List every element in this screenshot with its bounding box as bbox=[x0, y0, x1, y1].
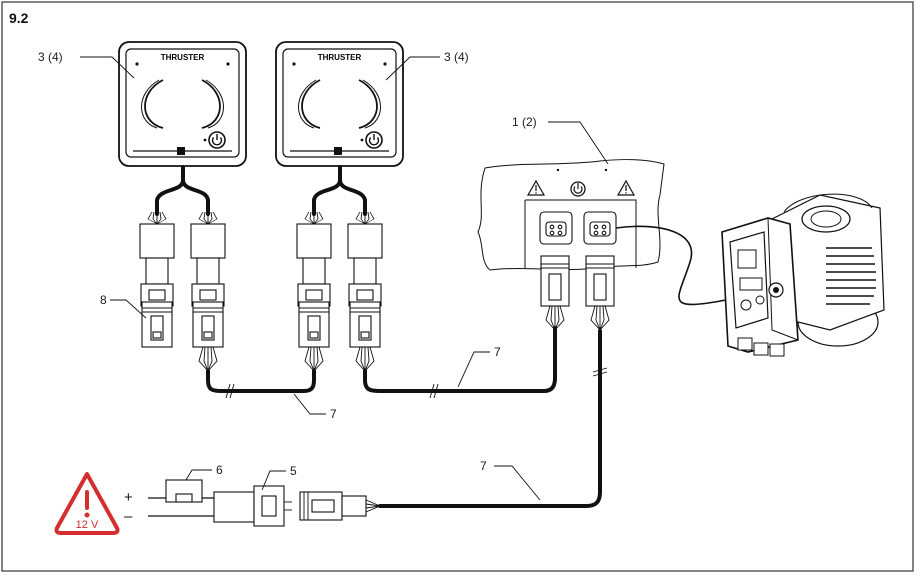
warning-voltage-text: 12 V bbox=[76, 519, 99, 531]
cable-a-break bbox=[225, 383, 231, 399]
leader-fuse bbox=[185, 469, 212, 481]
leader-controller bbox=[548, 121, 609, 165]
leader-panel-left bbox=[80, 56, 135, 79]
power-connector-plug bbox=[213, 485, 292, 527]
warning-triangle-icon bbox=[526, 179, 546, 196]
panel-left-split-cable bbox=[155, 165, 210, 216]
label-cable-b: 7 bbox=[494, 345, 501, 359]
cable-b bbox=[363, 326, 557, 393]
panel-right-split-cable bbox=[312, 165, 367, 216]
label-cable-c: 7 bbox=[480, 459, 487, 473]
thruster-panel-left: THRUSTER bbox=[118, 41, 247, 167]
leader-cable-b bbox=[457, 351, 490, 388]
label-plug: 5 bbox=[290, 464, 297, 478]
controller-unit bbox=[477, 159, 665, 331]
panel-brand-right: THRUSTER bbox=[318, 53, 362, 62]
connector-group-2 bbox=[190, 211, 226, 348]
fan-2-lower bbox=[198, 346, 218, 372]
minus-sign: – bbox=[124, 508, 133, 525]
leader-terminator bbox=[110, 299, 147, 319]
plus-sign: + bbox=[124, 489, 133, 506]
connector-group-1 bbox=[139, 211, 175, 348]
figure-number: 9.2 bbox=[9, 10, 29, 26]
power-plug-socket bbox=[299, 491, 381, 521]
leader-plug bbox=[261, 470, 286, 491]
motor-cable bbox=[615, 225, 727, 306]
label-panel-left: 3 (4) bbox=[38, 50, 63, 64]
controller-socket-2 bbox=[583, 211, 617, 245]
connector-group-3 bbox=[296, 211, 332, 348]
cable-a bbox=[206, 369, 316, 393]
leader-cable-a bbox=[293, 393, 326, 415]
cable-c-break bbox=[592, 367, 608, 373]
connector-group-4 bbox=[347, 211, 383, 348]
label-fuse: 6 bbox=[216, 463, 223, 477]
power-icon bbox=[570, 181, 586, 197]
label-controller: 1 (2) bbox=[512, 115, 537, 129]
thruster-panel-right: THRUSTER bbox=[275, 41, 404, 167]
fan-4-lower bbox=[355, 346, 375, 372]
label-panel-right: 3 (4) bbox=[444, 50, 469, 64]
warning-triangle-icon bbox=[616, 179, 636, 196]
panel-brand-left: THRUSTER bbox=[161, 53, 205, 62]
controller-socket-1 bbox=[539, 211, 573, 245]
label-terminator: 8 bbox=[100, 293, 107, 307]
thruster-motor bbox=[721, 193, 885, 357]
leader-cable-c bbox=[494, 465, 541, 501]
fuse bbox=[165, 479, 203, 503]
cable-c bbox=[378, 329, 602, 508]
cable-b-break bbox=[429, 383, 435, 399]
leader-panel-right bbox=[385, 56, 440, 81]
fan-3-lower bbox=[304, 346, 324, 372]
label-cable-a: 7 bbox=[330, 407, 337, 421]
warning-triangle-icon: 12 V bbox=[54, 472, 120, 535]
